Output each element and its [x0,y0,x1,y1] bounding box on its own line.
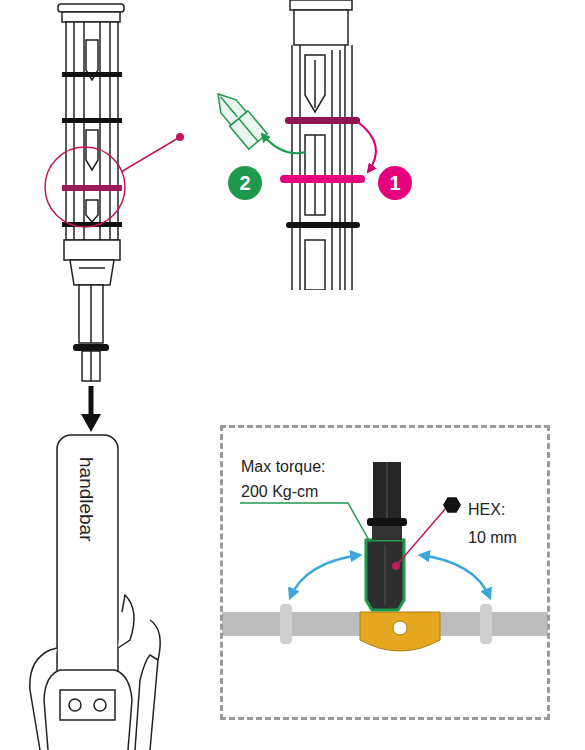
bike-mount [135,655,158,750]
loose-bit [221,97,238,117]
insert-arrow [81,414,101,432]
t-handle [480,604,492,644]
screwdriver-tool [109,22,111,240]
label-text: 1 [378,172,412,195]
screwdriver-tool [73,22,75,240]
screwdriver-tool [62,185,122,191]
inset-box: Max torque: 200 Kg-cmHEX: 10 mm [220,425,550,720]
t-handle [373,462,401,518]
magnified-tool [286,222,360,228]
magnified-tool [305,55,325,112]
magnified-tool [280,0,365,290]
magnified-tool [280,175,365,183]
screwdriver-tool [58,4,124,381]
screwdriver-tool [83,22,85,240]
screwdriver-tool [64,240,120,260]
loose-bit [239,118,258,141]
t-handle [280,604,292,644]
screwdriver-tool [62,72,122,77]
screwdriver-tool [70,260,114,285]
screwdriver-tool [86,130,98,170]
bike-mount [30,435,160,750]
callout-number: 1 [378,166,412,200]
loose-bit [209,86,267,149]
t-handle [367,518,407,526]
t-handle [393,621,407,635]
magnified-tool [294,10,348,45]
screwdriver-tool [90,351,92,381]
screwdriver-tool [73,344,109,351]
magnified-tool [339,50,341,290]
insert-arrow [81,386,101,432]
magnifier-callout [121,137,180,172]
t-handle [366,540,404,610]
label-text: HEX: 10 mm [468,496,518,552]
leader-line [396,508,446,566]
magnified-tool [299,45,301,290]
magnified-tool [305,240,325,290]
screwdriver-tool [62,12,120,22]
leader-line [240,503,370,542]
magnified-tool [331,50,333,290]
label-text: 2 [228,172,262,195]
magnifier-callout [176,133,184,141]
screwdriver-tool [86,200,98,222]
rotate-arrow [358,122,376,172]
handlebar-tube: handlebar [57,435,118,635]
bike-mount [60,690,115,720]
loose-bit [210,88,246,125]
bike-mount [44,670,132,750]
screwdriver-tool [66,22,118,240]
magnifier-callout [45,133,184,227]
screwdriver-tool [58,4,124,12]
magnified-tool [285,117,360,124]
t-handle [385,545,386,605]
magnified-tool [291,45,293,290]
screwdriver-tool [79,267,105,269]
leader-dot [392,562,400,570]
bike-mount [94,699,106,711]
screwdriver-tool [62,118,122,123]
screwdriver-tool [82,351,100,381]
swing-arrow [420,555,490,598]
insert-arrow [89,386,94,418]
magnifier-callout [45,147,125,227]
magnified-tool [344,45,346,290]
label-text: Max torque: 200 Kg-cm [241,454,341,504]
bike-mount [150,620,160,660]
t-handle [372,526,402,540]
swing-arrow [290,555,360,598]
bike-mount [118,595,134,648]
bike-mount [69,699,81,711]
t-handle [387,462,388,518]
t-handle [360,612,440,651]
callout-number: 2 [228,166,262,200]
magnified-tool [314,60,316,108]
hex-icon [443,497,461,513]
magnified-tool [290,0,352,10]
magnified-tool [351,45,353,290]
label-text: handlebar [75,457,97,542]
screwdriver-tool [99,22,101,240]
screwdriver-tool [90,285,92,343]
screwdriver-tool [79,285,103,343]
remove-arrow [262,134,306,153]
